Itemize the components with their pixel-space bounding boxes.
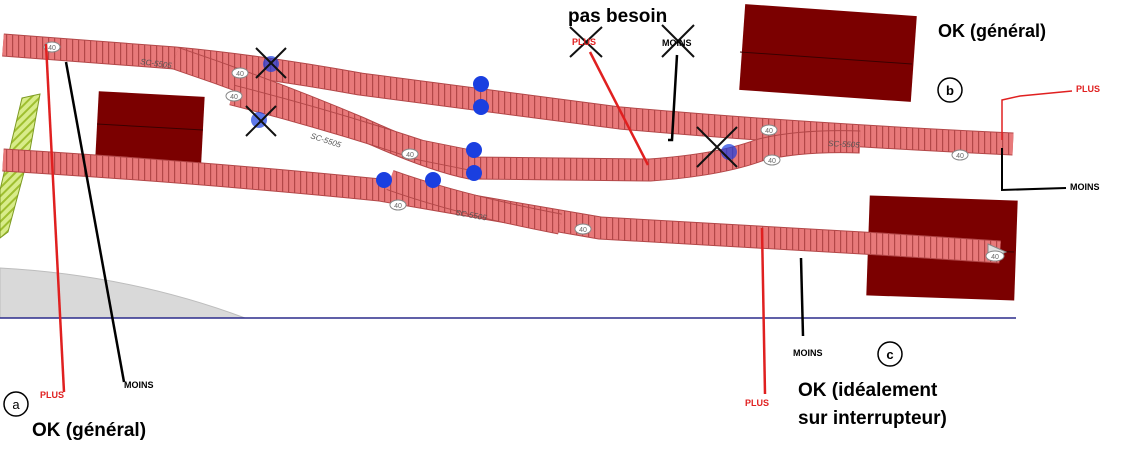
plus-label-b: PLUS <box>1076 84 1100 94</box>
note-ok-top: OK (général) <box>938 21 1046 41</box>
building-top-right <box>739 4 917 102</box>
note-ok-c-line1: OK (idéalement <box>798 380 938 401</box>
cancel-x <box>661 24 695 58</box>
feeder-dot <box>376 172 392 188</box>
cancel-x <box>569 26 603 58</box>
tracks <box>2 33 1014 264</box>
building-top-right-ridge <box>739 51 913 65</box>
cancel-marks <box>245 24 738 168</box>
feeder-dot <box>425 172 441 188</box>
speed-markers: 40 40 40 40 40 40 40 40 40 40 <box>43 41 1005 262</box>
turnout-label: SC-5505 <box>828 139 861 150</box>
moins-wire-pas-besoin <box>668 54 679 142</box>
moins-label-a: MOINS <box>124 380 154 390</box>
speed-label: 40 <box>768 158 776 165</box>
plus-wire-c <box>760 227 767 395</box>
marker-b: b <box>946 83 954 98</box>
plus-label-c: PLUS <box>745 398 769 408</box>
plus-label-pas-besoin: PLUS <box>572 37 596 47</box>
feeder-dot <box>473 99 489 115</box>
wire-labels: PLUS MOINS PLUS MOINS PLUS MOINS PLUS MO… <box>40 37 1100 408</box>
speed-label: 40 <box>406 152 414 159</box>
cancel-x <box>696 126 738 168</box>
plus-label-a: PLUS <box>40 390 64 400</box>
note-ok-c-line2: sur interrupteur) <box>798 408 947 429</box>
moins-wire-c <box>799 257 805 337</box>
note-ok-bottom: OK (général) <box>32 420 146 441</box>
plus-wire-pas-besoin <box>588 51 650 166</box>
plus-wire-b <box>1001 90 1073 140</box>
cancel-x <box>255 47 287 79</box>
feeder-dot <box>466 142 482 158</box>
annotations: pas besoin OK (général) OK (général) OK … <box>32 6 1046 441</box>
speed-label: 40 <box>48 45 56 52</box>
plus-wire-a <box>44 43 66 393</box>
speed-label: 40 <box>394 203 402 210</box>
speed-label: 40 <box>230 94 238 101</box>
section-markers: a b c <box>3 77 963 417</box>
marker-a: a <box>12 397 20 412</box>
building-left-ridge <box>96 123 204 131</box>
speed-label: 40 <box>236 71 244 78</box>
cancel-x <box>245 105 277 137</box>
embankment <box>0 267 246 319</box>
moins-label-pas-besoin: MOINS <box>662 38 692 48</box>
note-pas-besoin: pas besoin <box>568 6 667 27</box>
turnout-label: SC-5505 <box>140 57 173 70</box>
feeder-dot <box>473 76 489 92</box>
speed-label: 40 <box>956 153 964 160</box>
moins-label-c: MOINS <box>793 348 823 358</box>
feeder-dot <box>466 165 482 181</box>
wires <box>44 43 1073 395</box>
moins-wire-a <box>64 61 126 383</box>
speed-label: 40 <box>991 254 999 261</box>
moins-wire-b <box>1001 148 1067 192</box>
speed-label: 40 <box>765 128 773 135</box>
marker-c: c <box>886 347 893 362</box>
moins-label-b: MOINS <box>1070 182 1100 192</box>
speed-label: 40 <box>579 227 587 234</box>
